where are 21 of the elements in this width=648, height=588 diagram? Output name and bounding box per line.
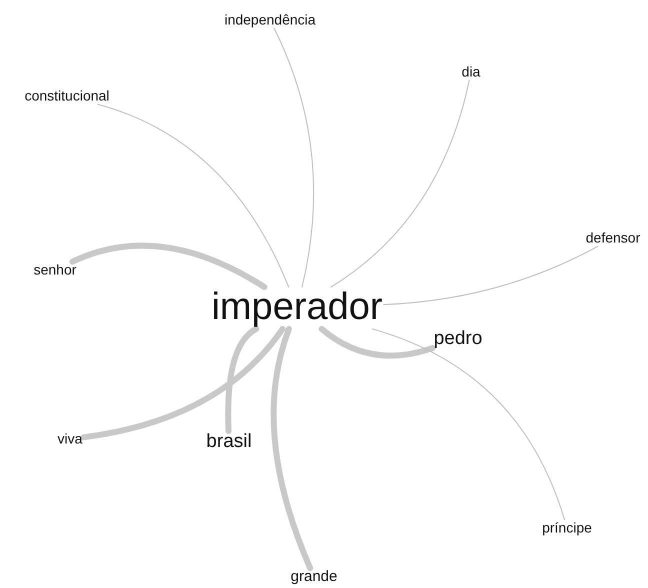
word-label: independência: [224, 12, 316, 28]
word-label: senhor: [34, 262, 76, 278]
word-label: pedro: [434, 329, 482, 349]
connector-line: [383, 246, 598, 306]
connector-line: [330, 80, 470, 288]
connector-line: [70, 242, 268, 290]
word-label: imperador: [211, 288, 383, 328]
connector-line: [97, 104, 290, 288]
word-label: viva: [58, 432, 82, 446]
word-label: constitucional: [24, 88, 110, 104]
word-label: defensor: [586, 230, 640, 246]
connector-line: [274, 28, 314, 288]
connector-line: [80, 326, 286, 440]
word-label: grande: [290, 569, 338, 585]
connector-line: [225, 326, 260, 434]
word-label: príncipe: [542, 520, 592, 536]
connector-line: [318, 326, 436, 359]
word-label: brasil: [206, 432, 252, 452]
word-label: dia: [462, 64, 480, 80]
connector-line: [372, 328, 566, 520]
connector-line: [270, 326, 314, 572]
